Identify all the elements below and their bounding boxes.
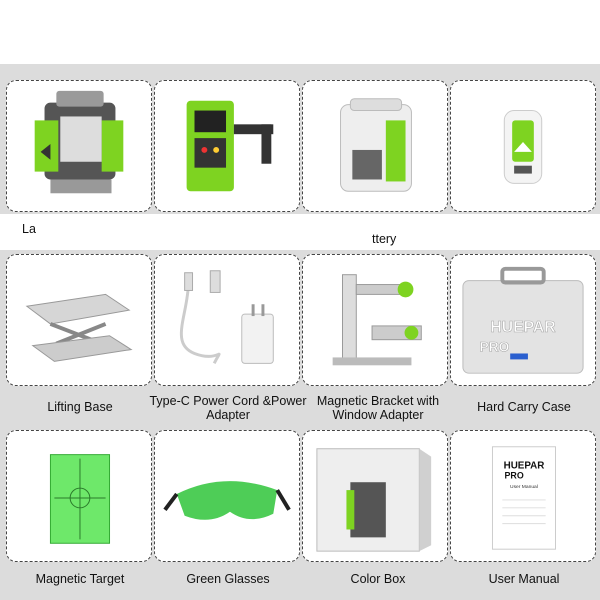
power-cord-icon [179,270,274,364]
label-green-glasses: Green Glasses [186,572,270,586]
item-green-glasses[interactable] [154,430,300,562]
manual-brand-text: HUEPAR [504,460,545,471]
remote-control-icon [503,110,543,184]
label-power-cord: Type-C Power Cord &Power Adapter [149,394,307,422]
color-box-icon [316,448,432,552]
user-manual-icon: HUEPAR PRO User Manual [491,446,556,550]
item-remote[interactable] [450,80,596,212]
label-lifting-base: Lifting Base [47,400,113,414]
manual-title-text: User Manual [510,484,538,490]
item-color-box[interactable] [302,430,448,562]
label-user-manual: User Manual [488,572,560,586]
laser-receiver-icon [186,100,274,192]
case-brand-text: HUEPAR [490,319,556,336]
lifting-base-icon [25,293,133,362]
magnetic-bracket-icon [332,274,422,366]
clipped-label-right: ttery [372,232,397,246]
clipped-label-left: La [22,222,36,236]
item-magnetic-bracket[interactable] [302,254,448,386]
laser-level-icon [34,90,124,194]
item-laser-level[interactable] [6,80,152,212]
label-color-box: Color Box [350,572,406,586]
battery-icon [340,98,412,192]
manual-brand-sub: PRO [505,470,524,480]
item-carry-case[interactable]: HUEPAR PRO [450,254,596,386]
item-lifting-base[interactable] [6,254,152,386]
item-battery[interactable] [302,80,448,212]
green-glasses-icon [163,481,291,520]
item-magnetic-target[interactable] [6,430,152,562]
item-laser-receiver[interactable] [154,80,300,212]
carry-case-icon: HUEPAR PRO [462,266,584,374]
magnetic-target-icon [49,454,111,544]
label-magnetic-target: Magnetic Target [35,572,125,586]
item-user-manual[interactable]: HUEPAR PRO User Manual [450,430,596,562]
label-carry-case: Hard Carry Case [477,400,571,414]
label-magnetic-bracket: Magnetic Bracket with Window Adapter [316,394,440,422]
case-brand-sub: PRO [480,340,510,355]
item-power-cord[interactable] [154,254,300,386]
caption-strip [0,214,600,250]
